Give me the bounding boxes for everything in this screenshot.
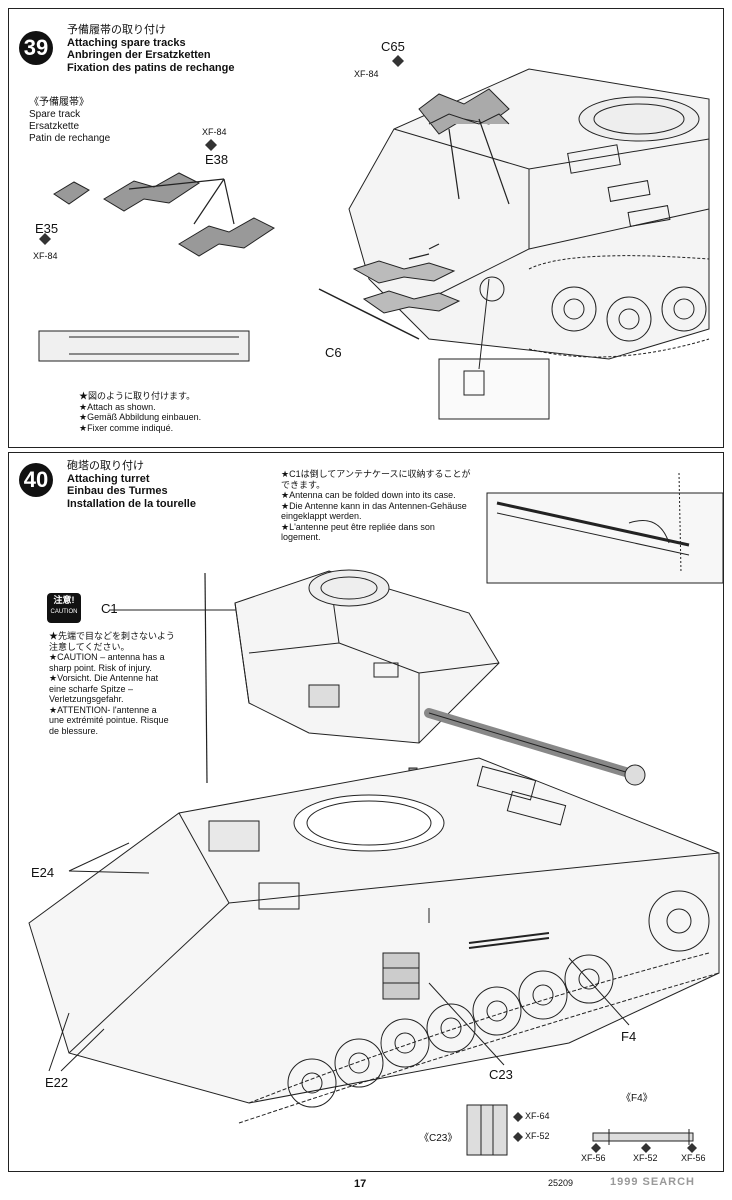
step-39-panel: 39 予備履帯の取り付け Attaching spare tracks Anbr… [8,8,724,448]
note-jp: ★図のように取り付けます。 [79,391,196,401]
caution-en2: sharp point. Risk of injury. [49,662,152,673]
part-label-f4: F4 [621,1029,637,1044]
caution-jp2: 注意してください。 [49,641,130,652]
paint-swatch-c65 [392,55,404,67]
caution-badge: 注意! CAUTION [47,593,81,623]
legend-f4-drawing [592,1129,694,1145]
step-title: 予備履帯の取り付け Attaching spare tracks Anbring… [67,24,235,74]
antenna-note-fr2: logement. [281,532,321,542]
sub-en: Spare track [29,109,81,120]
product-code: 25209 [548,1178,574,1188]
title-fr: Installation de la tourelle [67,497,196,510]
caution-badge-en: CAUTION [50,609,78,615]
attach-note: ★図のように取り付けます。 ★Attach as shown. ★Gemäß A… [79,391,201,433]
caution-en1: ★CAUTION – antenna has a [49,652,165,662]
caution-badge-jp: 注意! [53,595,75,605]
part-label-c1: C1 [101,601,118,616]
step-title: 砲塔の取り付け Attaching turret Einbau des Turm… [67,460,196,510]
caution-fr1: ★ATTENTION- l'antenne a [49,704,157,715]
part-label-e24: E24 [31,865,55,880]
part-label-e35: E35 [35,221,59,236]
legend-c23-paint2: XF-52 [525,1131,550,1141]
antenna-note-jp2: できます。 [281,479,326,490]
step-39-illustration [38,55,710,420]
note-en: ★Attach as shown. [79,401,156,412]
sub-jp: 《予備履帯》 [29,97,89,108]
track-links-e38 [53,172,275,257]
paint-swatch-e38 [205,139,217,151]
legend-f4-paint1: XF-56 [581,1153,606,1163]
legend-f4-title: 《F4》 [621,1093,653,1104]
title-jp: 予備履帯の取り付け [67,24,166,36]
part-label-c6: C6 [325,345,342,360]
caution-de3: Verletzungsgefahr. [49,694,124,704]
step-40-panel: 40 砲塔の取り付け Attaching turret Einbau des T… [8,452,724,1172]
legend-c23-title: 《C23》 [419,1133,458,1144]
step-number-badge: 40 [19,463,53,497]
track-links-c65 [418,88,510,135]
antenna-note-de1: ★Die Antenne kann in das Antennen-Gehäus… [281,500,467,511]
sub-fr: Patin de rechange [29,133,111,144]
legend-c23-paint1: XF-64 [525,1111,550,1121]
paint-swatch-c23-2 [513,1132,523,1142]
paint-label-e38: XF-84 [202,127,227,137]
antenna-note-fr1: ★L'antenne peut être repliée dans son [281,521,435,532]
part-leaders [48,842,630,1072]
assembly-arrows [128,118,510,260]
title-en: Attaching turret [67,472,150,485]
title-de: Anbringen der Ersatzketten [67,49,211,61]
paint-swatch-c23-1 [513,1112,523,1122]
paint-label-e35: XF-84 [33,251,58,261]
antenna-note-de2: eingeklappt werden. [281,511,362,521]
legend-f4-paint3: XF-56 [681,1153,706,1163]
page-number: 17 [354,1178,367,1190]
note-fr: ★Fixer comme indiqué. [79,422,174,433]
antenna-note-en: ★Antenna can be folded down into its cas… [281,490,456,500]
caution-fr3: de blessure. [49,725,99,736]
part-label-c23: C23 [489,1067,513,1082]
track-links-c6 [318,260,461,340]
title-jp: 砲塔の取り付け [67,460,144,472]
sub-de: Ersatzkette [29,121,80,132]
caution-de1: ★Vorsicht. Die Antenne hat [49,673,159,683]
part-label-c65: C65 [381,39,405,54]
track-strip-diagram [38,330,250,362]
paint-swatch-f4-1 [591,1143,601,1153]
antenna-inset [486,472,724,584]
part-label-e38: E38 [205,152,229,167]
paint-label-c65: XF-84 [354,69,379,79]
legend-c23-drawing [466,1104,508,1156]
antenna-rod [204,572,208,784]
legend-f4-paint2: XF-52 [633,1153,658,1163]
note-de: ★Gemäß Abbildung einbauen. [79,412,202,422]
title-fr: Fixation des patins de rechange [67,61,235,74]
caution-note: ★先端で目などを刺さないよう 注意してください。 ★CAUTION – ante… [49,631,175,736]
caution-fr2: une extrémité pointue. Risque [49,715,169,725]
paint-swatch-f4-3 [687,1143,697,1153]
paint-swatch-e35 [39,233,51,245]
turret-drawing [234,569,646,786]
spare-track-subtitle: 《予備履帯》 Spare track Ersatzkette Patin de … [29,97,110,145]
caution-jp1: ★先端で目などを刺さないよう [49,631,175,641]
antenna-fold-note: ★C1は倒してアンテナケースに収納することが できます。 ★Antenna ca… [281,469,471,543]
step-number-badge: 39 [19,31,53,65]
hull-drawing-40 [28,757,720,1104]
step-40-illustration [28,472,724,1156]
title-en: Attaching spare tracks [67,36,186,49]
watermark: 1999 SEARCH [610,1176,695,1188]
antenna-note-jp1: ★C1は倒してアンテナケースに収納することが [281,469,471,479]
paint-swatch-f4-2 [641,1143,651,1153]
part-label-e22: E22 [45,1075,69,1090]
hull-drawing-39 [348,68,710,420]
road-wheels [238,890,720,1124]
title-de: Einbau des Turmes [67,485,168,497]
caution-de2: eine scharfe Spitze – [49,683,134,694]
